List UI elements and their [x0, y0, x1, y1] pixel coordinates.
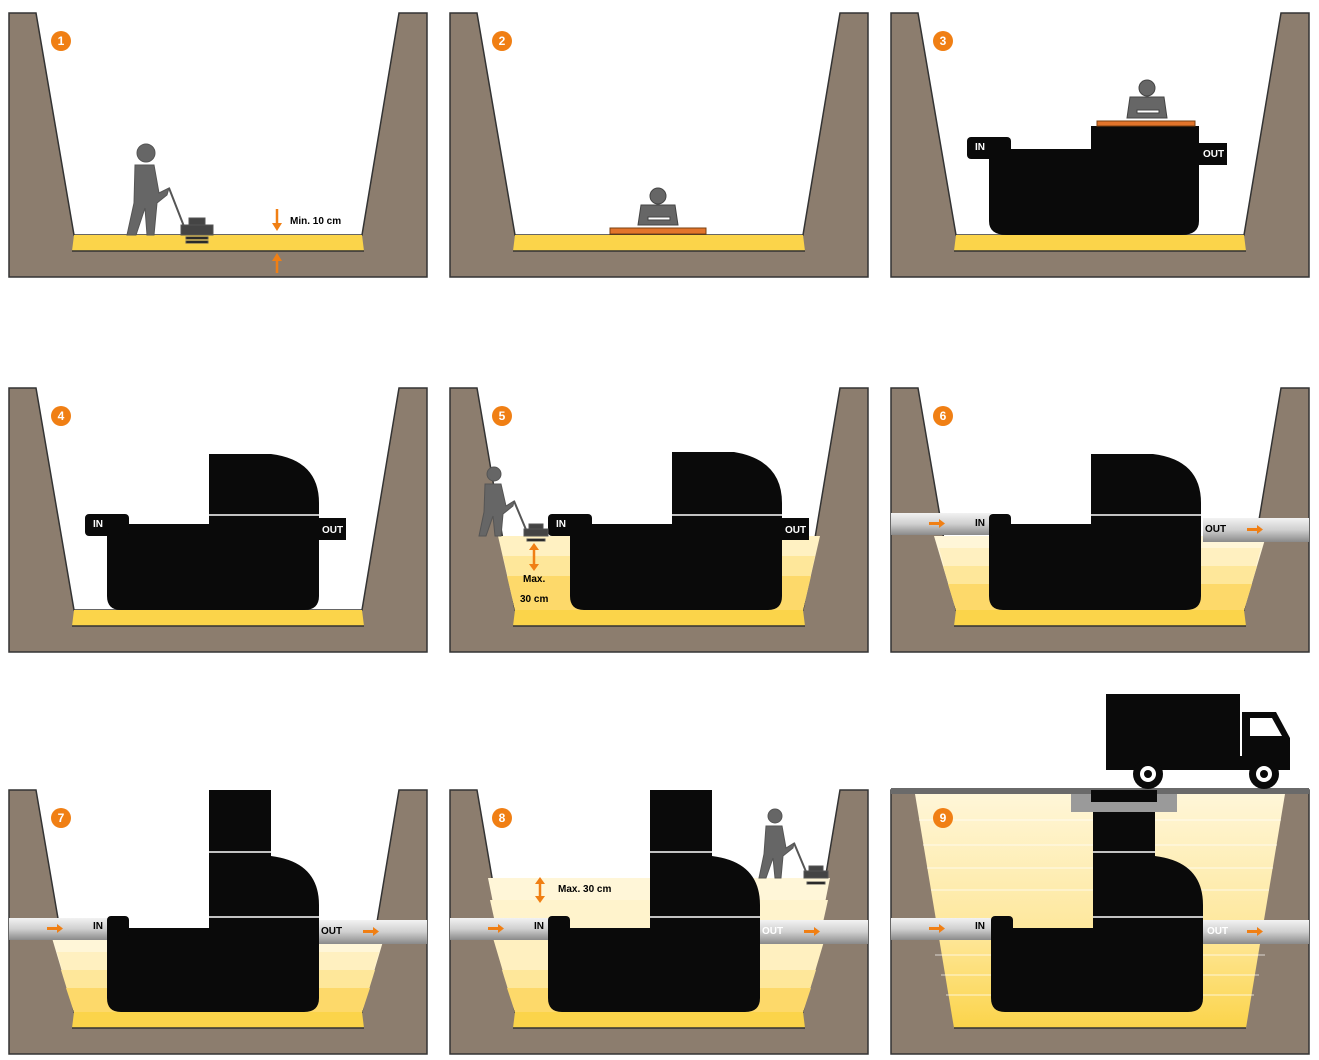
in-port [85, 514, 129, 536]
out-label: OUT [322, 525, 344, 536]
worker-compactor-icon [758, 808, 829, 885]
step-badge: 9 [933, 808, 953, 828]
out-port [319, 518, 346, 540]
tank [989, 126, 1199, 235]
excavation-pit-1 [8, 12, 428, 278]
out-label: OUT [785, 525, 807, 536]
worker-compactor-icon [126, 143, 214, 244]
sand-bed [954, 235, 1246, 251]
panel-step-1: 1 Min. 10 cm [8, 12, 428, 283]
step-badge: 2 [492, 31, 512, 51]
out-label: OUT [1203, 149, 1225, 160]
in-label: IN [975, 921, 985, 932]
worker-compactor-icon [478, 466, 549, 542]
step-badge: 3 [933, 31, 953, 51]
level-board [609, 227, 707, 235]
excavation-pit-5 [449, 387, 869, 653]
out-port [1199, 143, 1227, 165]
panel-step-3: 3 IN OUT [890, 12, 1310, 283]
max-depth-label: 30 cm [520, 594, 549, 605]
in-label: IN [93, 519, 103, 530]
sand-bed [513, 235, 805, 251]
out-label: OUT [1207, 926, 1229, 937]
in-label: IN [975, 518, 985, 529]
out-label: OUT [321, 926, 343, 937]
min-depth-label: Min. 10 cm [290, 216, 342, 227]
step-badge: 5 [492, 406, 512, 426]
out-port [782, 518, 809, 540]
sand-bed [72, 235, 364, 251]
tank-with-riser [107, 790, 319, 1012]
panel-step-7: 7 IN OUT [8, 789, 428, 1060]
in-label: IN [556, 519, 566, 530]
max-label: Max. [523, 574, 546, 585]
in-label: IN [534, 921, 544, 932]
tank-with-dome [107, 454, 319, 610]
tank-with-riser [991, 810, 1203, 1012]
worker-kneeling-icon [1126, 79, 1168, 119]
in-port [548, 514, 592, 536]
step-badge: 8 [492, 808, 512, 828]
flow-arrow-icon [488, 924, 820, 936]
out-label: OUT [762, 926, 784, 937]
step-badge: 7 [51, 808, 71, 828]
excavation-pit-3 [890, 12, 1310, 278]
excavation-pit-2 [449, 12, 869, 278]
level-board [1096, 120, 1196, 127]
excavation-pit-4 [8, 387, 428, 653]
flow-arrow-icon [929, 924, 1263, 936]
out-label: OUT [1205, 524, 1227, 535]
excavation-pit-9 [890, 788, 1310, 1055]
panel-step-5: 5 IN OUT Max. 30 cm [449, 387, 869, 658]
step-badge: 1 [51, 31, 71, 51]
excavation-pit-7 [8, 789, 428, 1055]
panel-step-2: 2 [449, 12, 869, 283]
sand-bed [72, 610, 364, 626]
max-depth-label: Max. 30 cm [558, 884, 612, 895]
flow-arrow-icon [47, 924, 379, 936]
in-label: IN [975, 142, 985, 153]
flow-arrow-icon [929, 519, 1263, 534]
panel-step-6: 6 IN OUT [890, 387, 1310, 658]
panel-step-4: 4 IN OUT [8, 387, 428, 658]
step-badge: 6 [933, 406, 953, 426]
step-badge: 4 [51, 406, 71, 426]
truck-icon [1106, 694, 1290, 789]
in-port [967, 137, 1011, 159]
panel-step-9: 9 IN OUT [890, 788, 1310, 1060]
in-label: IN [93, 921, 103, 932]
excavation-pit-8 [449, 789, 869, 1055]
tank-with-riser [548, 790, 760, 1012]
tank-with-dome [989, 454, 1201, 610]
worker-kneeling-icon [637, 187, 679, 226]
excavation-pit-6 [890, 387, 1310, 653]
tank-with-dome [570, 452, 782, 610]
panel-step-8: 8 IN OUT Max. 30 cm [449, 789, 869, 1060]
